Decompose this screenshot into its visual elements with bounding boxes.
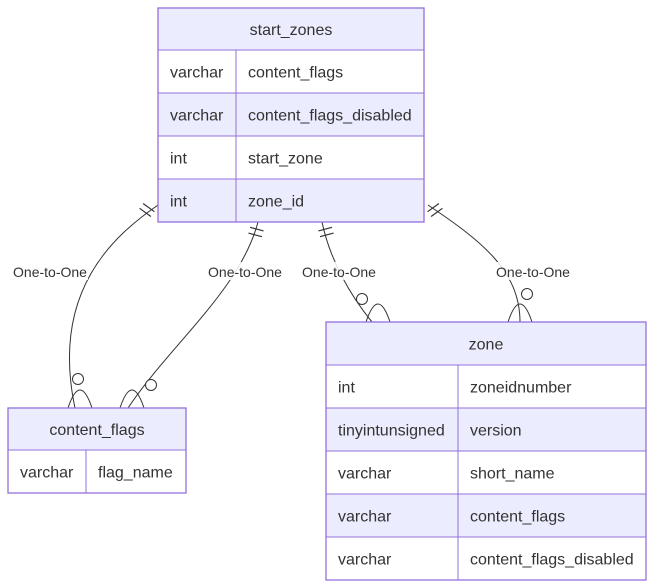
attribute-type: varchar	[338, 509, 392, 526]
attribute-row	[326, 408, 646, 451]
relationship-label: One-to-One	[207, 262, 283, 280]
entity-title: content_flags	[49, 422, 144, 439]
relationship-label-text: One-to-One	[208, 264, 282, 280]
attribute-type: tinyintunsigned	[338, 423, 445, 440]
entity-title: start_zones	[250, 22, 333, 39]
attribute-name: content_flags	[470, 509, 565, 526]
zero-marker	[521, 288, 533, 300]
entity-border	[157, 7, 425, 223]
attribute-type: int	[170, 151, 187, 168]
entity-header	[326, 322, 646, 365]
attribute-type: varchar	[170, 108, 224, 125]
one-marker	[248, 226, 264, 238]
relationship-label: One-to-One	[12, 262, 88, 280]
relationship-label-text: One-to-One	[302, 264, 376, 280]
attribute-name: version	[470, 423, 522, 440]
entity-border	[325, 321, 647, 581]
attribute-row	[326, 365, 646, 408]
one-marker	[318, 226, 334, 238]
relationship-label: One-to-One	[301, 262, 377, 280]
relationship-label: One-to-One	[495, 262, 571, 280]
one-marker	[427, 202, 443, 218]
attribute-row	[158, 93, 424, 136]
attribute-row	[158, 50, 424, 93]
many-marker	[119, 389, 145, 409]
many-marker	[67, 389, 93, 409]
attribute-type: varchar	[338, 552, 392, 569]
relationship-line	[127, 221, 259, 409]
relationship-labels: One-to-One One-to-One One-to-One One-to-One	[12, 262, 571, 280]
attribute-name: flag_name	[98, 465, 173, 482]
attribute-type: int	[170, 194, 187, 211]
attribute-type: varchar	[338, 466, 392, 483]
relationship-label-text: One-to-One	[13, 264, 87, 280]
entity-title: zone	[469, 337, 504, 354]
relationship-edge	[67, 202, 159, 409]
attribute-name: short_name	[470, 466, 555, 483]
attribute-row	[326, 451, 646, 494]
many-marker	[365, 303, 391, 323]
attribute-name: start_zone	[248, 151, 323, 168]
attribute-name: content_flags_disabled	[470, 552, 634, 569]
entity-header	[158, 8, 424, 50]
relationship-edge	[119, 221, 264, 409]
attribute-name: content_flags	[248, 65, 343, 82]
many-marker	[507, 303, 533, 323]
attribute-row	[326, 494, 646, 537]
one-marker	[139, 202, 155, 218]
entity-header	[8, 408, 186, 450]
zero-marker	[145, 379, 157, 391]
attribute-row	[326, 537, 646, 580]
relationship-edge	[427, 202, 533, 323]
attribute-type: int	[338, 380, 355, 397]
zero-marker	[72, 373, 84, 385]
attribute-name: zone_id	[248, 194, 304, 211]
entity-zone: zone int zoneidnumber tinyintunsigned versio…	[325, 321, 647, 581]
relationship-line	[69, 204, 159, 409]
attribute-row	[158, 136, 424, 179]
attribute-name: content_flags_disabled	[248, 108, 412, 125]
entity-border	[7, 407, 187, 494]
relationship-label-text: One-to-One	[496, 264, 570, 280]
attribute-row	[158, 179, 424, 222]
attribute-row	[8, 450, 186, 493]
attribute-type: varchar	[20, 465, 74, 482]
relationship-lines	[67, 202, 533, 409]
attribute-type: varchar	[170, 65, 224, 82]
attribute-name: zoneidnumber	[470, 380, 572, 397]
relationship-line	[427, 204, 521, 323]
zero-marker	[356, 293, 368, 305]
